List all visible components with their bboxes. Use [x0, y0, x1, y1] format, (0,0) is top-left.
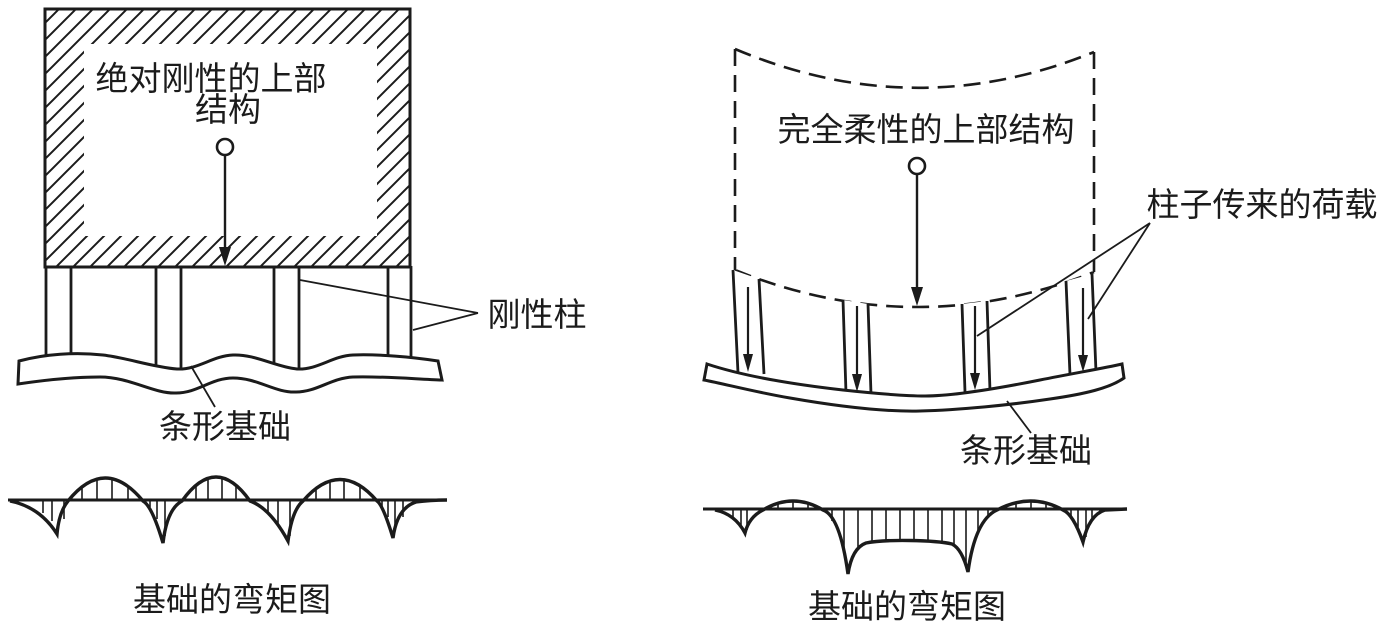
left-moment-diagram: 基础的弯矩图 — [8, 475, 448, 619]
load-point-circle — [215, 137, 235, 157]
moment-curve — [714, 499, 1128, 575]
column-load-arrow-shafts — [746, 287, 1085, 376]
load-arrow-head — [219, 247, 231, 266]
load-arrow-head — [911, 287, 923, 306]
left-moment-label: 基础的弯矩图 — [133, 582, 331, 619]
right-flexible-panel: 完全柔性的上部结构 柱子传来的荷载 条形基础 基础的弯 — [702, 47, 1378, 626]
flexible-superstructure-dashed-outline — [733, 47, 1096, 309]
strip-foundation-label: 条形基础 — [159, 409, 291, 446]
rigid-superstructure-box — [43, 7, 412, 269]
right-moment-diagram: 基础的弯矩图 — [703, 499, 1128, 626]
flexible-column-edges — [731, 269, 1098, 395]
hatched-border-band — [45, 9, 410, 267]
rigid-superstructure-label-line1: 绝对刚性的上部 — [96, 61, 327, 98]
moment-hatch-lines — [42, 478, 404, 536]
load-point-circle — [907, 156, 927, 176]
moment-curve — [9, 475, 448, 547]
strip-foundation-sagging-band — [702, 362, 1126, 413]
rigid-column-leader-lines — [299, 279, 479, 331]
strip-foundation-label: 条形基础 — [960, 433, 1092, 470]
left-rigid-panel: 绝对刚性的上部 结构 刚性柱 条形基础 基础的弯矩图 — [8, 7, 587, 619]
strip-foundation-wavy-band — [16, 352, 444, 395]
strip-foundation-leader-line — [1006, 400, 1032, 434]
moment-hatch-lines — [732, 502, 1101, 566]
rigid-columns — [44, 266, 413, 374]
strip-foundation-leader-line — [190, 365, 216, 408]
column-load-arrow-heads — [743, 354, 1088, 392]
column-load-label: 柱子传来的荷载 — [1147, 187, 1378, 224]
column-load-leader-lines — [976, 222, 1151, 337]
flexible-superstructure-label: 完全柔性的上部结构 — [778, 112, 1075, 149]
rigid-column-label: 刚性柱 — [488, 297, 587, 334]
right-moment-label: 基础的弯矩图 — [808, 589, 1006, 626]
rigid-superstructure-label-line2: 结构 — [195, 92, 261, 129]
